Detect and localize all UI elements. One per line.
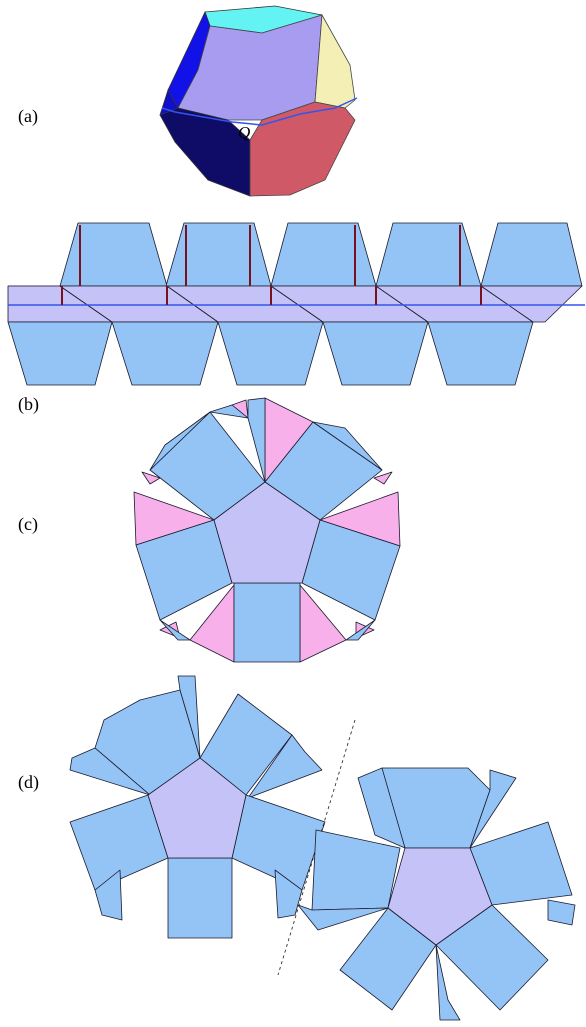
solid-face-bottom-right <box>249 101 356 197</box>
strip-cut-segments <box>61 225 482 305</box>
panel-label-c: (c) <box>18 514 38 534</box>
strip-top-face-3 <box>270 222 377 287</box>
split-left-face-bottom <box>167 857 233 939</box>
split-left-face-tab-right <box>247 734 323 799</box>
split-left-face-bl-tab <box>94 869 123 921</box>
strip-bottom-face-5 <box>427 321 534 386</box>
strip-bottom-face-1 <box>7 321 113 386</box>
point-label-q: Q <box>238 123 250 142</box>
round-face-tr-outer <box>312 421 383 471</box>
solid-face-right <box>314 13 356 109</box>
round-face-bottom <box>233 582 301 663</box>
strip-top-face-2 <box>165 222 272 287</box>
round-center-pentagon <box>213 481 321 584</box>
round-pink-tr-small <box>373 471 393 485</box>
split-right-face-bottom-tab <box>435 944 461 1021</box>
strip-bottom-face-3 <box>217 321 324 386</box>
round-face-br-outer <box>345 619 376 641</box>
strip-bottom-face-2 <box>111 321 219 386</box>
round-face-bl-outer <box>159 619 191 641</box>
split-left-pentagon <box>147 757 247 859</box>
strip-top-face-1 <box>59 222 168 287</box>
panel-label-a: (a) <box>18 106 38 126</box>
split-right-face-left <box>311 829 401 911</box>
split-right-face-right-tab <box>547 899 576 926</box>
strip-bottom-face-4 <box>322 321 429 386</box>
strip-top-face-5 <box>480 222 583 287</box>
solid-polyhedron: Q <box>159 5 358 197</box>
solid-face-bottom-left <box>159 107 251 197</box>
split-left-face-br-tab <box>274 869 303 919</box>
strip-top-face-4 <box>375 222 482 287</box>
round-face-tl-outer <box>149 404 249 471</box>
strip-band-face-6 <box>480 285 583 323</box>
panel-label-d: (d) <box>18 772 39 792</box>
round-unfolding <box>133 397 401 663</box>
split-right-pentagon <box>387 847 493 946</box>
panel-label-b: (b) <box>18 394 39 414</box>
strip-unfolding <box>7 222 585 386</box>
solid-geodesic <box>161 97 358 126</box>
round-pink-tl-small <box>141 471 161 485</box>
split-unfolding <box>69 675 576 1021</box>
